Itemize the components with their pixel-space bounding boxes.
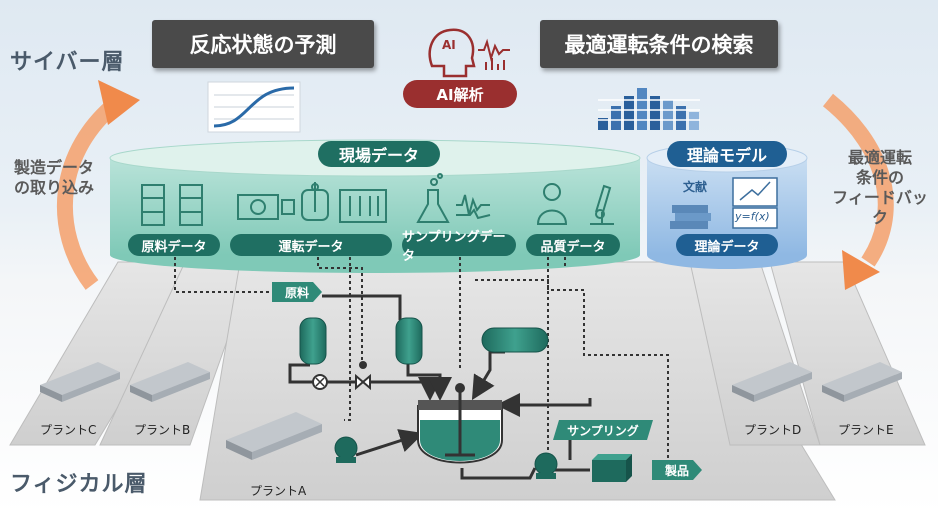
sampling-data-tag: サンプリングデータ [402,230,516,264]
left-curved-arrow-shaft [56,93,125,290]
plant-b-label: プラントB [134,423,191,437]
inspector-icon [536,183,568,225]
predict-reaction-title: 反応状態の予測 [152,20,374,68]
physical-layer-label: フィジカル層 [10,472,148,497]
right-arrow-text-line2: 条件の [855,168,904,187]
right-arrow-text: 最適運転 条件の フィードバック [826,148,934,228]
valve-icon [312,361,371,391]
machine-icon [237,194,295,220]
raw-data-tag: 原料データ [128,234,220,256]
field-data-title: 現場データ [318,141,440,167]
right-curved-arrow-shaft [822,93,894,267]
microscope-icon [590,184,614,225]
ai-signal-icon [478,38,510,70]
left-curved-arrow-head [98,80,140,125]
raw-tank-1 [299,317,327,365]
plant-d-label: プラントD [744,423,802,437]
sigmoid-chart-icon [207,81,301,133]
right-curved-arrow-head [842,250,880,290]
pump-1 [334,436,358,463]
product-box [592,454,632,482]
formula-chart-icon [732,177,778,229]
theory-model-title: 理論モデル [667,141,787,167]
flask-icon [416,173,450,223]
operation-data-tag: 運転データ [230,234,392,256]
reactor-icon [301,182,329,221]
books-icon [670,205,711,229]
theory-data-tag: 理論データ [676,234,778,256]
plant-building-a [226,412,322,460]
plant-building-d [732,362,812,402]
plant-e-label: プラントE [838,423,894,437]
plant-a-label: プラントA [250,484,307,498]
literature-label: 文献 [683,180,708,194]
plant-e-plane [769,261,926,446]
left-arrow-text-line1: 製造データ [13,158,94,177]
ai-analysis-label: AI解析 [403,80,517,108]
heatmap-bars-icon [598,88,700,130]
plant-building-e [822,362,902,402]
ai-icon-text: AI [442,38,456,52]
ai-head-icon [428,28,476,78]
product-flag: 製品 [652,460,702,480]
raw-tank-2 [395,317,423,365]
cyber-layer-label: サイバー層 [10,50,125,75]
right-arrow-text-line3: フィードバック [832,188,928,227]
plant-c-label: プラントC [40,423,97,437]
left-arrow-text: 製造データ の取り込み [8,158,100,198]
left-arrow-text-line2: の取り込み [13,178,94,197]
pump-2 [534,452,558,479]
quality-data-tag: 品質データ [526,234,620,256]
right-arrow-text-line1: 最適運転 [847,148,912,167]
drum-icon [141,184,203,226]
optimal-search-title: 最適運転条件の検索 [540,20,778,68]
reactor-vessel [417,383,503,464]
sampling-flag: サンプリング [553,420,653,440]
plant-building-b [130,362,210,402]
formula-label: y=f(x) [735,210,770,223]
data-dotted-lines [174,257,669,470]
plant-building-c [40,362,120,402]
process-pipes [288,294,592,480]
raw-material-flag: 原料 [272,282,322,302]
waveform-icon [456,194,491,220]
horizontal-tank [481,327,549,353]
control-panel-icon [339,189,387,223]
